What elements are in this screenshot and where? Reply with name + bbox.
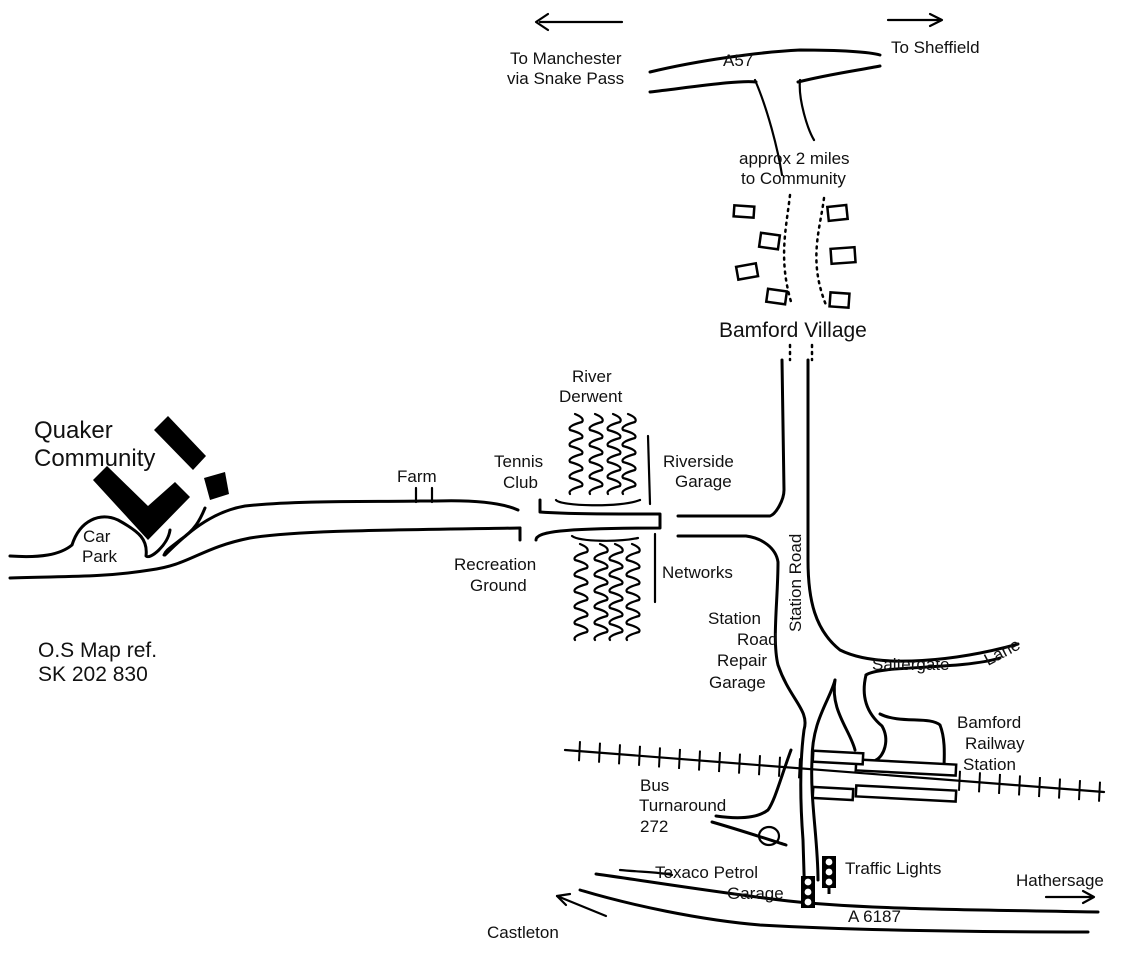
railway-tie: [578, 741, 581, 762]
label-lane: Lane: [981, 635, 1023, 670]
label-bamford-village: Bamford Village: [719, 319, 867, 342]
label-park: Park: [82, 547, 117, 566]
label-approx: approx 2 miles: [739, 149, 850, 168]
label-garage: Garage: [675, 472, 732, 491]
label-via-snake-pass: via Snake Pass: [507, 69, 624, 88]
label-castleton: Castleton: [487, 923, 559, 942]
platform-bridge: [811, 785, 855, 802]
label-srrg-garage: Garage: [709, 673, 766, 692]
railway-line: [563, 741, 1106, 803]
river-stream: [593, 542, 609, 642]
station-platform: [854, 784, 958, 803]
label-river: River: [572, 367, 612, 386]
river-stream: [573, 542, 589, 642]
label-bamford: Bamford: [957, 713, 1021, 732]
house-icon: [825, 203, 850, 223]
railway-tie: [738, 753, 741, 774]
label-farm: Farm: [397, 467, 437, 486]
label-ground: Ground: [470, 576, 527, 595]
label-os-grid: SK 202 830: [38, 663, 148, 686]
river-derwent: [554, 412, 657, 642]
building-icon: [93, 416, 229, 540]
station-road: [676, 358, 1020, 907]
house-icon: [764, 287, 789, 306]
railway-tie: [1018, 775, 1021, 796]
label-turnaround: Turnaround: [639, 796, 726, 815]
railway-tie: [778, 756, 781, 777]
label-saltergate: Saltergate: [872, 655, 950, 674]
label-272: 272: [640, 817, 668, 836]
label-texaco: Texaco Petrol: [655, 863, 758, 882]
house-icon: [734, 261, 760, 282]
label-station: Station: [963, 755, 1016, 774]
map-labels: To Manchester via Snake Pass A57 To Shef…: [34, 38, 1104, 942]
railway-tie: [678, 748, 681, 770]
river-stream: [621, 412, 637, 496]
label-recreation: Recreation: [454, 555, 536, 574]
west-road: [8, 486, 662, 580]
label-quaker: Quaker: [34, 417, 113, 444]
label-a6187: A 6187: [848, 907, 901, 926]
label-srrg-road: Road: [737, 630, 778, 649]
house-icon: [757, 231, 782, 251]
railway-tie: [1058, 778, 1061, 799]
label-srrg-station: Station: [708, 609, 761, 628]
label-station-road-vertical: Station Road: [786, 534, 805, 632]
label-os-map-ref: O.S Map ref.: [38, 639, 157, 662]
label-networks: Networks: [662, 563, 733, 582]
a57-road: [534, 12, 944, 177]
label-railway: Railway: [965, 734, 1025, 753]
railway-tie: [658, 747, 661, 768]
river-stream: [606, 412, 622, 496]
railway-tie: [698, 750, 701, 771]
railway-tie: [758, 755, 761, 776]
label-tennis: Tennis: [494, 452, 543, 471]
house-icon: [828, 291, 851, 310]
bamford-village-road: [732, 193, 857, 362]
label-to-community: to Community: [741, 169, 846, 188]
label-to-sheffield: To Sheffield: [891, 38, 980, 57]
railway-tie: [1078, 780, 1081, 801]
river-stream: [608, 542, 624, 642]
label-a57: A57: [723, 51, 753, 70]
platform-bridge: [811, 749, 865, 766]
river-stream: [625, 542, 641, 642]
label-srrg-repair: Repair: [717, 651, 767, 670]
railway-tie: [598, 742, 601, 763]
label-car: Car: [83, 527, 111, 546]
river-stream: [588, 412, 604, 496]
house-icon: [732, 203, 756, 220]
label-riverside: Riverside: [663, 452, 734, 471]
railway-tie: [1098, 781, 1101, 802]
railway-tie: [618, 744, 621, 765]
label-bus: Bus: [640, 776, 669, 795]
label-community: Community: [34, 445, 155, 472]
railway-tie: [958, 770, 961, 791]
river-stream: [568, 412, 584, 496]
label-club: Club: [503, 473, 538, 492]
label-traffic-lights: Traffic Lights: [845, 859, 941, 878]
railway-tie: [638, 745, 641, 766]
traffic-light-icon: [822, 856, 836, 894]
railway-tie: [1038, 776, 1041, 798]
railway-tie: [978, 772, 981, 793]
a6187-road: [555, 868, 1100, 934]
label-hathersage: Hathersage: [1016, 871, 1104, 890]
label-to-manchester: To Manchester: [510, 49, 622, 68]
railway-tie: [718, 752, 721, 773]
label-derwent: Derwent: [559, 387, 623, 406]
traffic-light-icon: [801, 876, 815, 908]
house-icon: [829, 245, 857, 266]
railway-tie: [798, 758, 801, 779]
railway-tie: [998, 773, 1001, 794]
label-texaco-garage: Garage: [727, 884, 784, 903]
